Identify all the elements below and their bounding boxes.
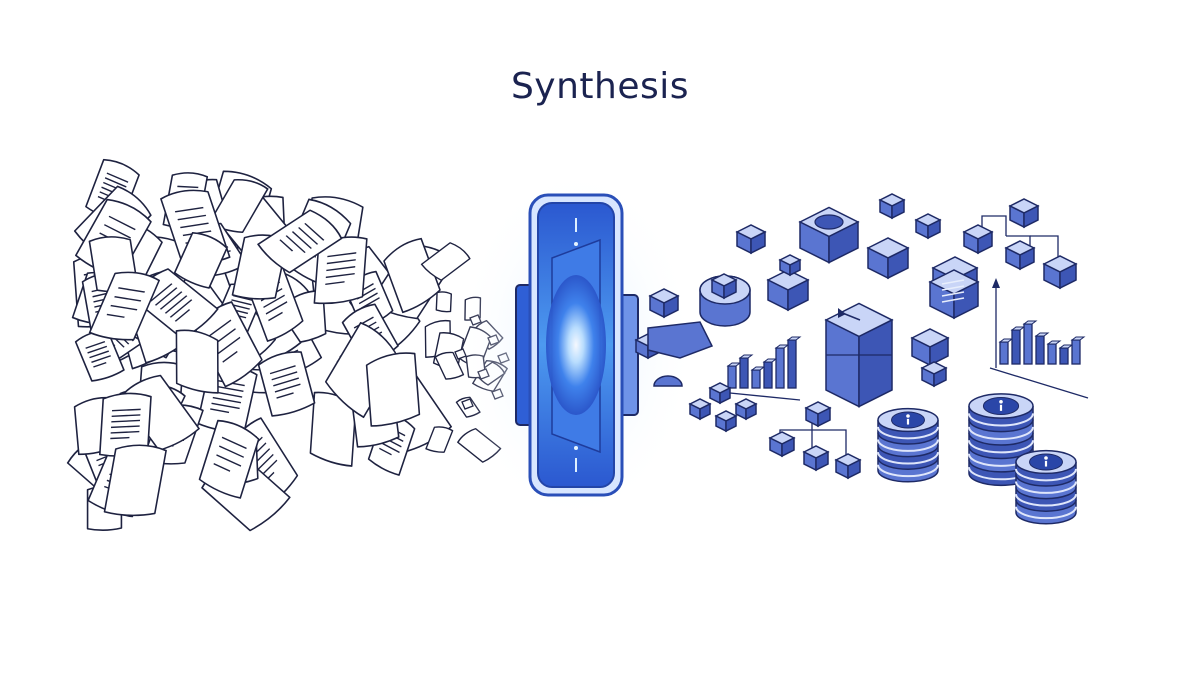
database-icon bbox=[877, 407, 939, 483]
hierarchy-node bbox=[804, 401, 832, 428]
document-icon bbox=[74, 330, 125, 382]
hierarchy-node bbox=[962, 224, 994, 255]
document-icon bbox=[175, 329, 219, 394]
bar-chart-icon bbox=[726, 336, 802, 389]
cube-icon bbox=[708, 382, 732, 405]
scattered-documents bbox=[66, 158, 510, 532]
document-icon bbox=[435, 291, 452, 313]
hierarchy-node bbox=[768, 431, 796, 458]
cube-icon bbox=[710, 273, 738, 300]
hierarchy-node bbox=[802, 445, 830, 472]
info-icon bbox=[982, 396, 1020, 416]
hierarchy-node bbox=[834, 453, 862, 480]
cube-icon bbox=[778, 254, 802, 277]
info-icon bbox=[1029, 453, 1063, 471]
page-title: Synthesis bbox=[510, 66, 690, 107]
cube-icon bbox=[910, 328, 950, 367]
info-icon bbox=[891, 411, 925, 429]
document-icon bbox=[309, 391, 357, 467]
structured-data bbox=[634, 193, 1089, 525]
hierarchy-node bbox=[1004, 240, 1036, 271]
document-icon bbox=[88, 271, 160, 341]
document-icon bbox=[198, 419, 260, 499]
cube-icon bbox=[734, 398, 758, 421]
cube-icon bbox=[688, 398, 712, 421]
shard-icon bbox=[647, 321, 714, 359]
document-icon bbox=[365, 352, 421, 427]
database-icon bbox=[1015, 449, 1077, 525]
hierarchy-node bbox=[1042, 255, 1078, 290]
cube-fragment bbox=[648, 288, 680, 319]
document-icon bbox=[173, 232, 228, 289]
cube-icon bbox=[914, 213, 942, 240]
document-box-icon bbox=[928, 269, 980, 320]
cube-icon bbox=[920, 361, 948, 388]
cube-icon bbox=[714, 410, 738, 433]
document-icon bbox=[313, 236, 368, 305]
document-icon bbox=[257, 351, 316, 417]
cube-icon bbox=[866, 237, 910, 280]
hierarchy-node bbox=[1008, 198, 1040, 229]
document-icon bbox=[383, 237, 441, 314]
synthesis-processor bbox=[456, 165, 696, 525]
document-icon bbox=[257, 209, 343, 274]
document-icon bbox=[325, 321, 400, 419]
shard-icon bbox=[653, 375, 683, 387]
document-icon bbox=[103, 444, 167, 517]
cube-icon bbox=[878, 193, 906, 220]
bar-chart-icon bbox=[998, 320, 1086, 365]
document-icon bbox=[425, 426, 454, 453]
cube-icon bbox=[766, 269, 810, 312]
cube-icon bbox=[735, 224, 767, 255]
document-icon bbox=[420, 242, 471, 281]
